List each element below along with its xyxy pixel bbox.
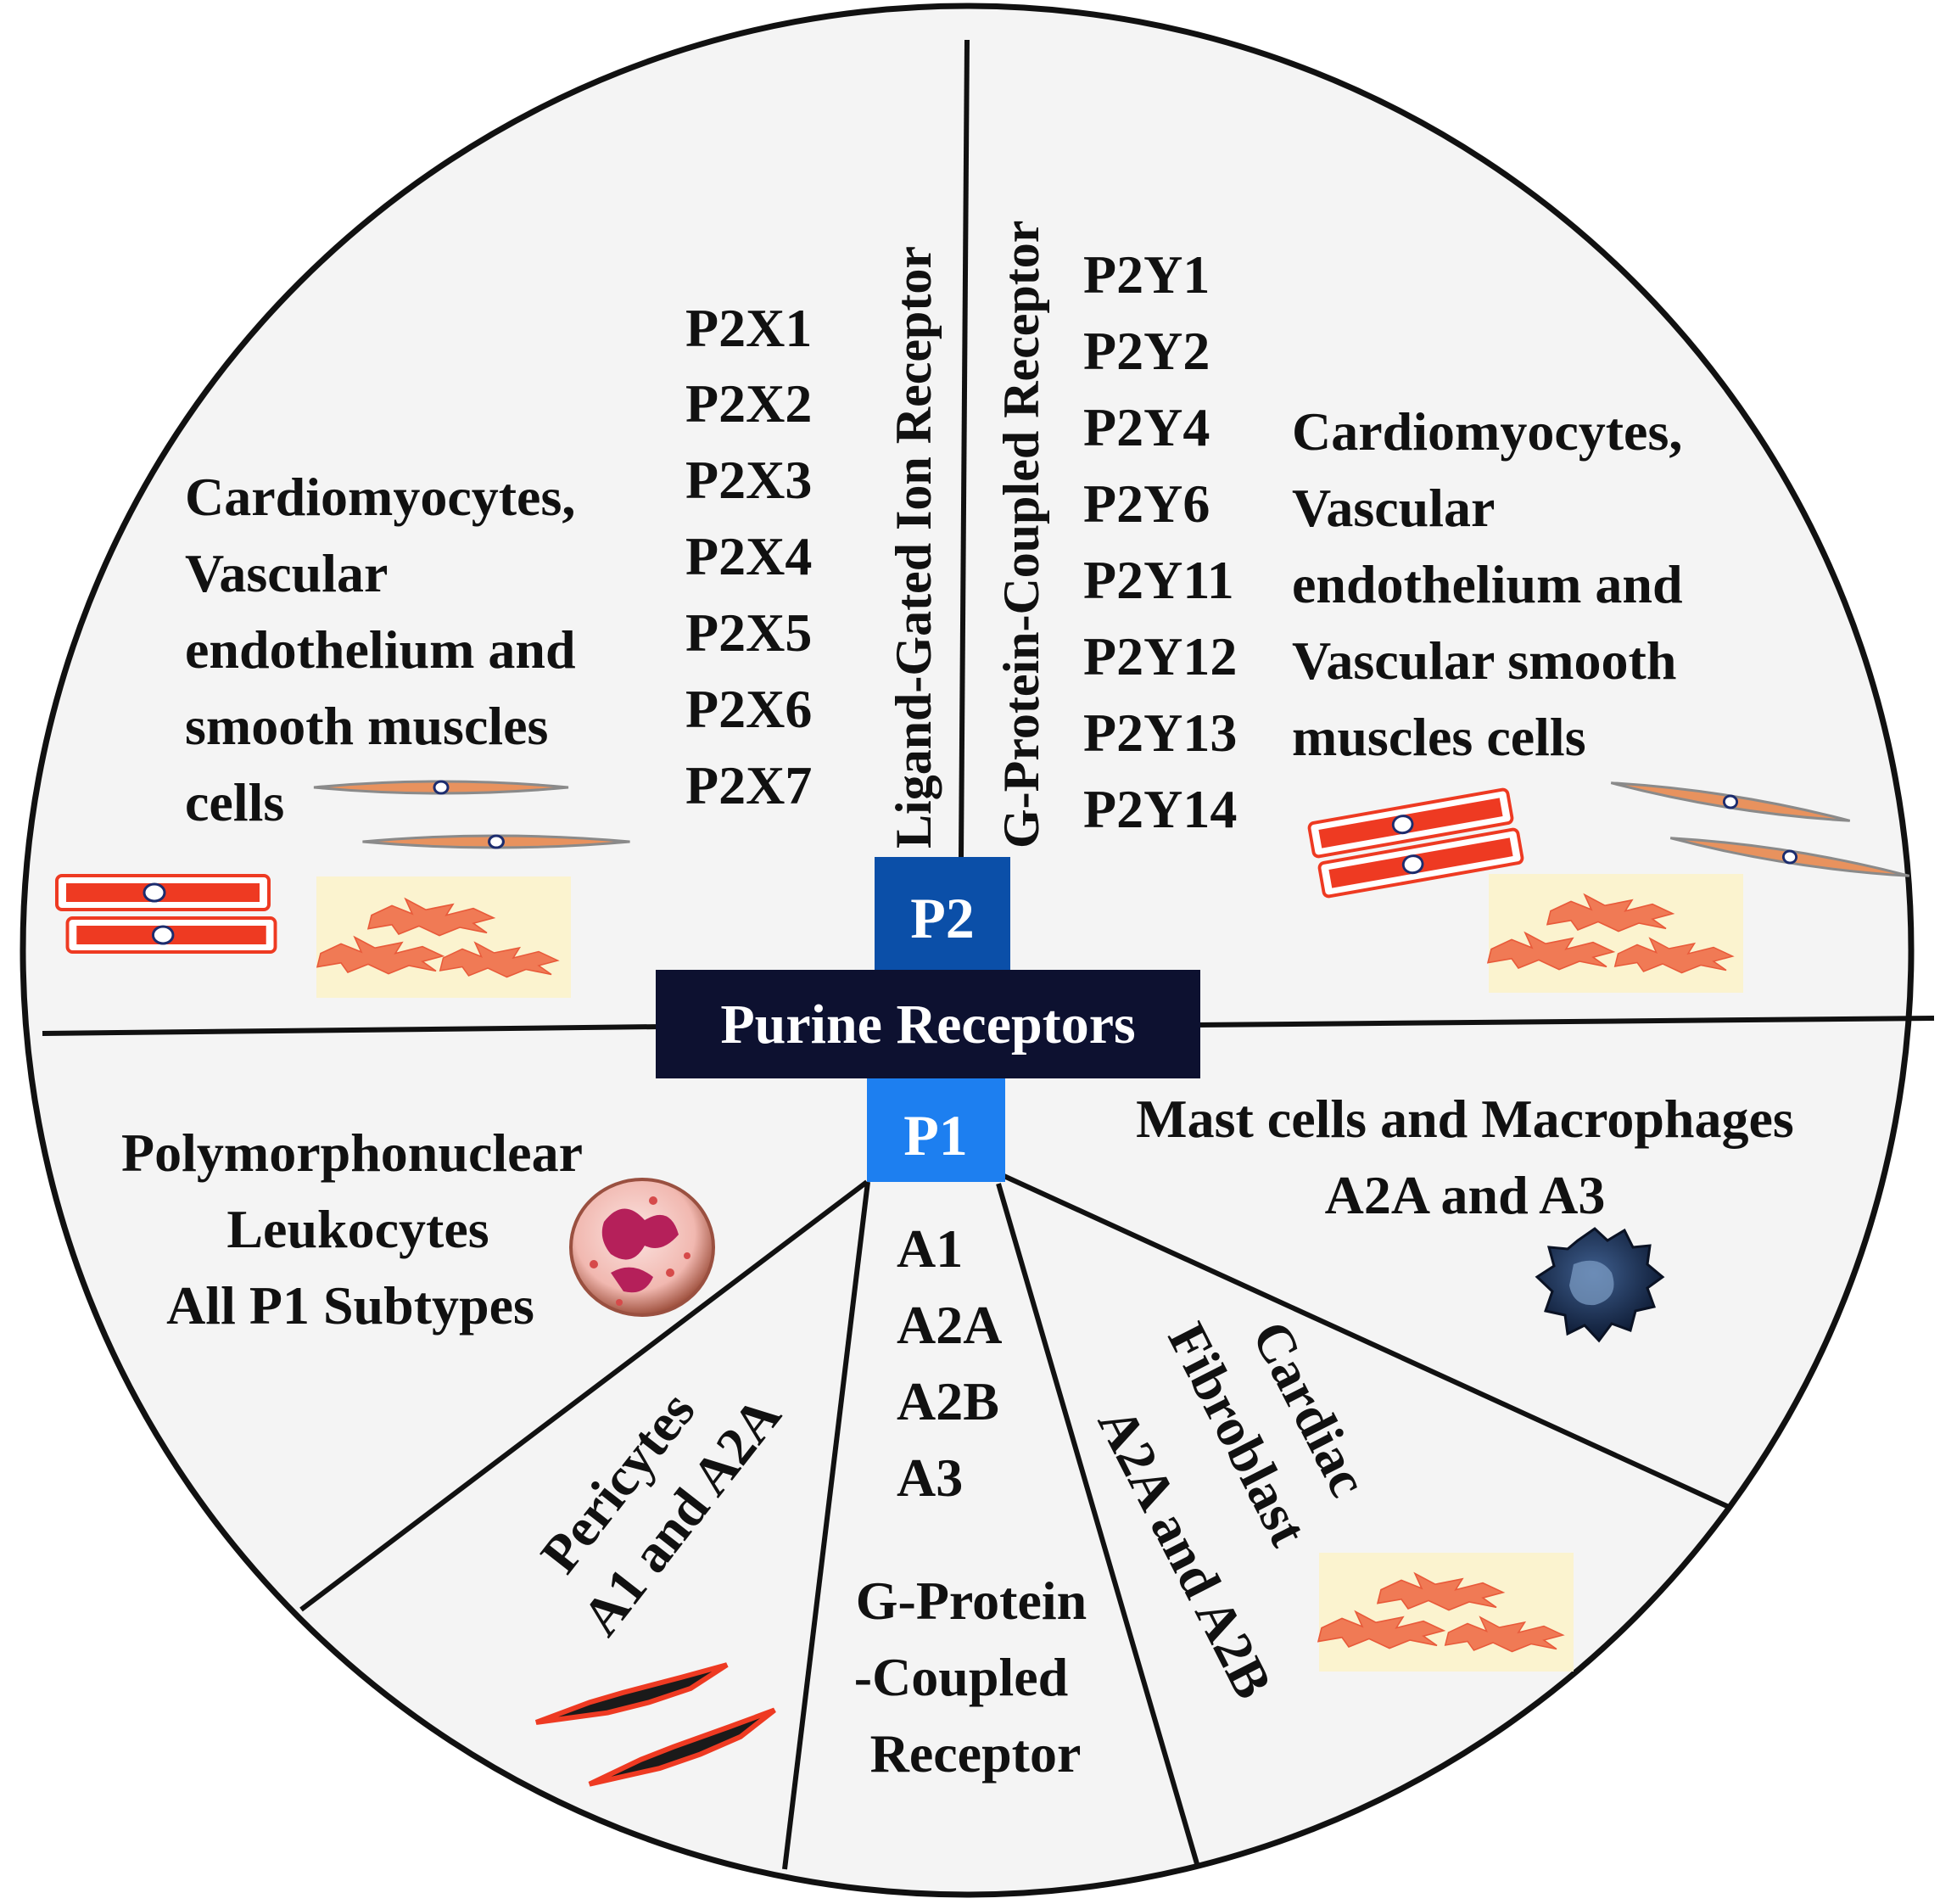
p2x-subtype: P2X5 xyxy=(685,602,812,663)
pmn-label-line: Leukocytes xyxy=(226,1199,489,1259)
divider-horizontal-right xyxy=(1195,1016,1935,1028)
gpcr-p2-label: G-Protein-Coupled Receptor xyxy=(993,221,1049,848)
divider-p2-vertical xyxy=(959,39,970,858)
p2y-subtype: P2Y2 xyxy=(1083,321,1210,381)
p2x-subtype: P2X7 xyxy=(685,755,812,815)
p2x-subtype-list: P2X1 P2X2 P2X3 P2X4 P2X5 P2X6 P2X7 xyxy=(685,298,812,815)
p2-box xyxy=(875,857,1010,970)
p2y-subtype: P2Y1 xyxy=(1083,244,1210,305)
pmn-label-line: Polymorphonuclear xyxy=(121,1123,583,1183)
macrophage-illustration xyxy=(1535,1227,1665,1343)
p2x-subtype: P2X4 xyxy=(685,526,812,586)
cell-type-line: Vascular xyxy=(1292,478,1495,538)
cell-type-line: Vascular smooth xyxy=(1292,630,1676,691)
cell-type-line: muscles cells xyxy=(1292,707,1586,767)
mast-cells-label-line: A2A and A3 xyxy=(1325,1165,1606,1225)
cell-type-line: Cardiomyocytes, xyxy=(1292,401,1682,462)
pmn-leukocyte-illustration xyxy=(569,1178,715,1317)
p1-subtype: A2B xyxy=(897,1371,999,1431)
p2y-subtype-list: P2Y1 P2Y2 P2Y4 P2Y6 P2Y11 P2Y12 P2Y13 P2… xyxy=(1083,244,1237,839)
divider-fibroblast-mast xyxy=(997,1171,1732,1510)
divider-gpcr-fibroblast xyxy=(996,1183,1200,1868)
ion-channel-label: Ligand-Gated Ion Receptor xyxy=(886,246,942,848)
cell-type-line: Cardiomyocytes, xyxy=(185,467,575,527)
p1-label: P1 xyxy=(903,1103,968,1168)
mast-cells-label: Mast cells and Macrophages A2A and A3 xyxy=(1136,1089,1794,1225)
p2y-subtype: P2Y4 xyxy=(1083,397,1210,457)
divider-pericytes-gpcr xyxy=(782,1181,870,1870)
center-title: Purine Receptors xyxy=(720,994,1135,1056)
p1-receptor-type-label: G-Protein -Coupled Receptor xyxy=(854,1571,1087,1784)
cardiac-cell-cluster-illustration xyxy=(1487,874,1743,993)
receptor-type-line: -Coupled xyxy=(854,1647,1069,1707)
p2x-subtype: P2X6 xyxy=(685,679,812,739)
pmn-label: Polymorphonuclear Leukocytes All P1 Subt… xyxy=(121,1123,583,1336)
p2-right-cell-types: Cardiomyocytes, Vascular endothelium and… xyxy=(1292,401,1683,767)
cardiac-fibroblast-illustration xyxy=(1317,1553,1574,1672)
receptor-type-line: Receptor xyxy=(870,1723,1082,1784)
p2y-subtype: P2Y14 xyxy=(1083,779,1237,839)
p2x-subtype: P2X3 xyxy=(685,450,812,510)
p1-subtype-list: A1 A2A A2B A3 xyxy=(897,1218,1002,1508)
p2x-subtype: P2X1 xyxy=(685,298,812,358)
p2-left-cell-types: Cardiomyocytes, Vascular endothelium and… xyxy=(185,467,576,832)
p2y-subtype: P2Y12 xyxy=(1083,626,1237,686)
divider-pmn-pericytes xyxy=(299,1179,869,1612)
p1-subtype: A2A xyxy=(897,1295,1002,1355)
center-box xyxy=(656,970,1200,1078)
mast-cells-label-line: Mast cells and Macrophages xyxy=(1136,1089,1794,1149)
cell-type-line: endothelium and xyxy=(1292,554,1683,614)
p2-label: P2 xyxy=(910,886,975,950)
cell-type-line: endothelium and xyxy=(185,619,576,680)
divider-horizontal-left xyxy=(42,1024,663,1036)
cell-type-line: Vascular xyxy=(185,543,388,603)
p1-box xyxy=(867,1078,1005,1182)
p2x-subtype: P2X2 xyxy=(685,373,812,434)
p2y-subtype: P2Y11 xyxy=(1083,550,1234,610)
p2y-subtype: P2Y13 xyxy=(1083,703,1237,763)
receptor-type-line: G-Protein xyxy=(856,1571,1087,1631)
sector-dividers xyxy=(42,39,1935,1870)
p1-subtype: A1 xyxy=(897,1218,963,1279)
cardiac-cell-cluster-illustration xyxy=(316,876,571,998)
center-box-group: Purine Receptors P2 P1 xyxy=(656,857,1200,1182)
p1-subtype: A3 xyxy=(897,1448,963,1508)
cell-type-line: smooth muscles xyxy=(185,696,548,756)
cell-type-line: cells xyxy=(185,772,284,832)
p2y-subtype: P2Y6 xyxy=(1083,473,1210,534)
pmn-label-line: All P1 Subtypes xyxy=(166,1275,534,1336)
